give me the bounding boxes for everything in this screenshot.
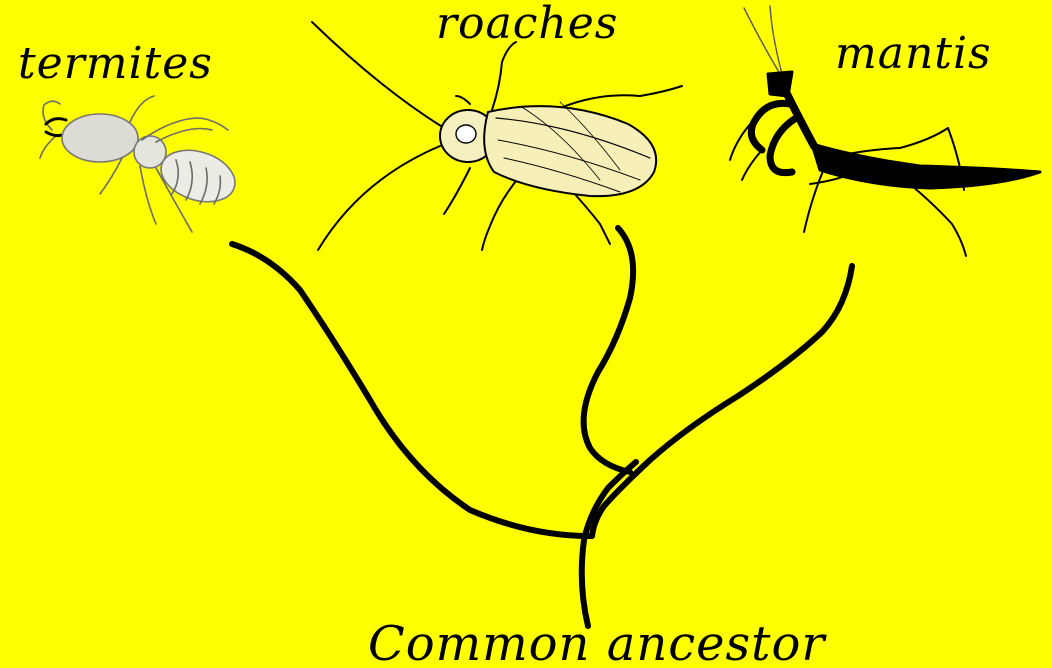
taxon-label-termites: termites [18, 42, 213, 86]
root-branch [582, 462, 636, 626]
termites-branch [232, 244, 590, 536]
mantis-branch [592, 266, 852, 536]
taxon-label-mantis: mantis [835, 32, 992, 76]
root-label-common-ancestor: Common ancestor [368, 620, 825, 668]
termite-icon [40, 96, 242, 232]
cockroach-icon [312, 22, 682, 250]
taxon-label-roaches: roaches [436, 2, 618, 46]
roaches-branch [584, 228, 634, 472]
tree-branches [232, 228, 852, 626]
